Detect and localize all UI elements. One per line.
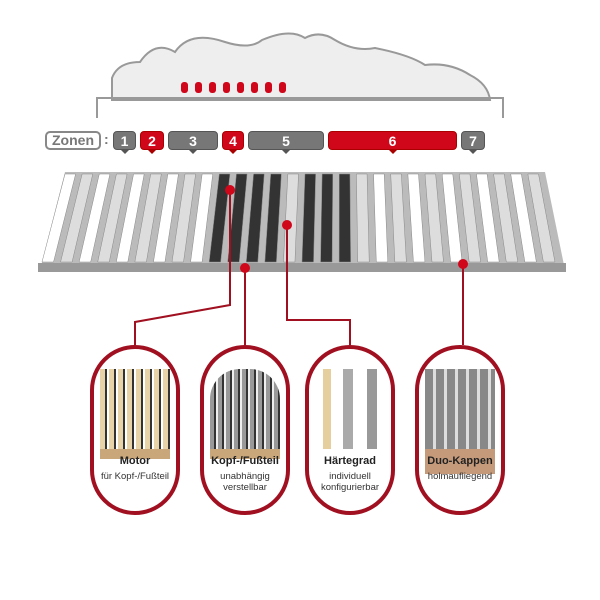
zone-5: 5 [248, 131, 324, 154]
feature-firmness: Härtegrad individuell konfigurierbar [305, 345, 395, 515]
pressure-marker [265, 82, 272, 93]
duo-caps-image [425, 369, 495, 474]
feature-motor: Motor für Kopf-/Fußteil [90, 345, 180, 515]
connector-lines [134, 190, 464, 345]
slat [476, 173, 500, 263]
pressure-marker [195, 82, 202, 93]
firmness-image [315, 369, 385, 449]
side-rail [38, 263, 566, 272]
zone-7: 7 [461, 131, 485, 154]
feature-head-foot: Kopf-/Fußteil unabhängig verstellbar [200, 345, 290, 515]
slat [153, 173, 179, 263]
zone-1: 1 [113, 131, 136, 154]
slat [356, 173, 370, 263]
head-foot-image [210, 369, 280, 459]
slat [208, 173, 231, 263]
feature-subtitle: für Kopf-/Fußteil [100, 471, 170, 482]
slat [493, 173, 519, 263]
slat [390, 173, 407, 263]
pressure-marker [223, 82, 230, 93]
feature-duo-caps: Duo-Kappen holmaufliegend [415, 345, 505, 515]
slat [190, 173, 214, 263]
zones-label: Zonen [45, 131, 101, 150]
slat [301, 173, 316, 263]
mattress-bracket [96, 97, 504, 118]
slat [246, 173, 265, 263]
body-silhouette [111, 32, 492, 101]
feature-title: Motor [119, 455, 151, 467]
slat [338, 173, 351, 263]
connector-dots [225, 185, 468, 273]
zone-4: 4 [222, 131, 244, 154]
slat [459, 173, 481, 263]
feature-title: Duo-Kappen [427, 455, 493, 467]
slat [41, 173, 76, 263]
slat [134, 173, 162, 263]
pressure-marker [237, 82, 244, 93]
pressure-marker [251, 82, 258, 93]
slat [78, 173, 111, 263]
motor-image [100, 369, 170, 459]
pressure-marker [181, 82, 188, 93]
pressure-marker [209, 82, 216, 93]
pressure-marker [279, 82, 286, 93]
slat [97, 173, 128, 263]
zones-colon: : [104, 131, 109, 147]
slat [264, 173, 282, 263]
feature-subtitle: holmaufliegend [427, 471, 493, 482]
feature-subtitle: unabhängig verstellbar [220, 471, 270, 493]
slat [510, 173, 537, 263]
feature-title: Härtegrad [324, 455, 376, 467]
slat [171, 173, 196, 263]
feature-title: Kopf-/Fußteil [211, 455, 279, 467]
slat [407, 173, 426, 263]
slat [373, 173, 389, 263]
slat [115, 173, 145, 263]
slat [320, 173, 334, 263]
feature-subtitle: individuell konfigurierbar [320, 471, 380, 493]
slat [60, 173, 94, 263]
slat [527, 173, 556, 263]
zone-3: 3 [168, 131, 218, 154]
zone-2: 2 [140, 131, 164, 154]
slat [424, 173, 444, 263]
zone-6: 6 [328, 131, 457, 154]
